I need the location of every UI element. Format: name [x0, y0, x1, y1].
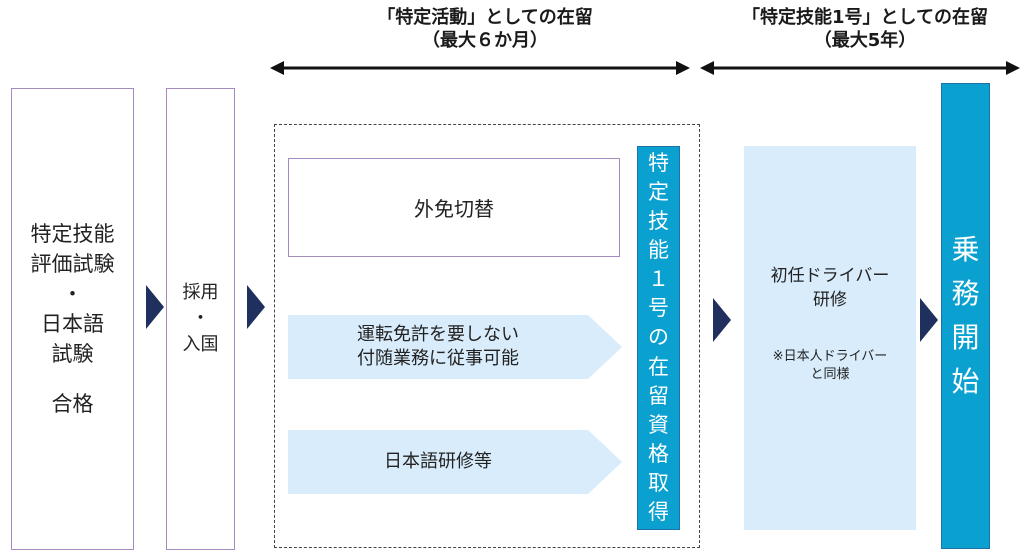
driver-training-line-1: 初任ドライバー — [770, 266, 890, 286]
start-work-text: 乗 務 開 始 — [942, 236, 989, 396]
incidental-work-text: 運転免許を要しない 付随業務に従事可能 — [288, 315, 588, 379]
start-work-char-2: 務 — [951, 277, 980, 310]
acquire-char-7: の — [648, 325, 669, 350]
driver-note-line-2: と同様 — [810, 367, 850, 382]
driver-training-title: 初任ドライバー 研修 — [744, 264, 916, 312]
hire-line-1: 採用 — [182, 282, 219, 303]
japanese-training-text: 日本語研修等 — [288, 430, 588, 494]
header-ssw1-line1: 「特定技能1号」としての在留 — [742, 7, 988, 28]
driver-training-box: 初任ドライバー 研修 ※日本人ドライバー と同様 — [744, 146, 916, 530]
exam-line-1: 特定技能 — [30, 222, 115, 246]
double-arrow-specified-activity — [270, 61, 690, 75]
license-conversion-label: 外免切替 — [414, 197, 494, 221]
specified-activity-group — [274, 124, 700, 548]
header-ssw1: 「特定技能1号」としての在留 （最大5年） — [715, 6, 1015, 52]
japanese-training-label: 日本語研修等 — [384, 451, 492, 472]
incidental-work-line-1: 運転免許を要しない — [357, 324, 519, 345]
acquire-char-1: 特 — [648, 151, 669, 175]
acquire-char-3: 技 — [648, 209, 669, 234]
duration-arrows — [270, 61, 1020, 75]
acquire-ssw1-status-box: 特 定 技 能 １ 号 の 在 留 資 格 取 得 — [637, 146, 680, 530]
exam-line-4: 日本語 — [41, 312, 104, 336]
header-specified-activity-line2: （最大６か月） — [422, 30, 548, 51]
chevron-right-icon — [247, 285, 265, 329]
incidental-work-shape — [288, 315, 622, 379]
start-work-char-4: 始 — [951, 365, 980, 398]
exam-line-2: 評価試験 — [30, 252, 115, 276]
hire-entry-box: 採用 ・ 入国 — [166, 88, 235, 550]
acquire-char-11: 格 — [648, 441, 669, 466]
acquire-char-5: １ — [648, 267, 669, 292]
driver-training-note: ※日本人ドライバー と同様 — [744, 348, 916, 384]
driver-note-line-1: ※日本人ドライバー — [772, 349, 888, 364]
start-work-char-1: 乗 — [951, 233, 980, 266]
acquire-char-8: 在 — [648, 354, 669, 379]
acquire-char-13: 得 — [648, 499, 669, 524]
exam-pass-box: 特定技能 評価試験 ・ 日本語 試験 合格 — [11, 88, 134, 550]
acquire-char-9: 留 — [648, 383, 669, 408]
acquire-char-12: 取 — [648, 470, 669, 495]
license-conversion-box: 外免切替 — [288, 158, 620, 257]
header-specified-activity: 「特定活動」としての在留 （最大６か月） — [300, 6, 670, 52]
chevron-right-icon — [146, 285, 164, 329]
exam-line-7: 合格 — [51, 392, 94, 416]
incidental-work-line-2: 付随業務に従事可能 — [357, 348, 519, 369]
acquire-char-2: 定 — [648, 180, 669, 205]
chevron-right-icon — [713, 298, 731, 342]
acquire-char-6: 号 — [648, 296, 669, 321]
hire-line-2: ・ — [191, 308, 210, 329]
exam-line-3: ・ — [62, 282, 83, 306]
acquire-char-10: 資 — [648, 412, 669, 437]
acquire-char-4: 能 — [648, 238, 669, 263]
exam-line-5: 試験 — [51, 342, 94, 366]
start-work-box: 乗 務 開 始 — [941, 83, 990, 549]
double-arrow-ssw1 — [700, 61, 1020, 75]
header-ssw1-line2: （最大5年） — [813, 30, 917, 51]
driver-training-line-2: 研修 — [813, 290, 847, 310]
header-specified-activity-line1: 「特定活動」としての在留 — [377, 7, 593, 28]
chevron-right-icon — [920, 298, 938, 342]
japanese-training-shape — [288, 430, 622, 494]
start-work-char-3: 開 — [951, 321, 980, 354]
hire-line-3: 入国 — [182, 334, 219, 355]
